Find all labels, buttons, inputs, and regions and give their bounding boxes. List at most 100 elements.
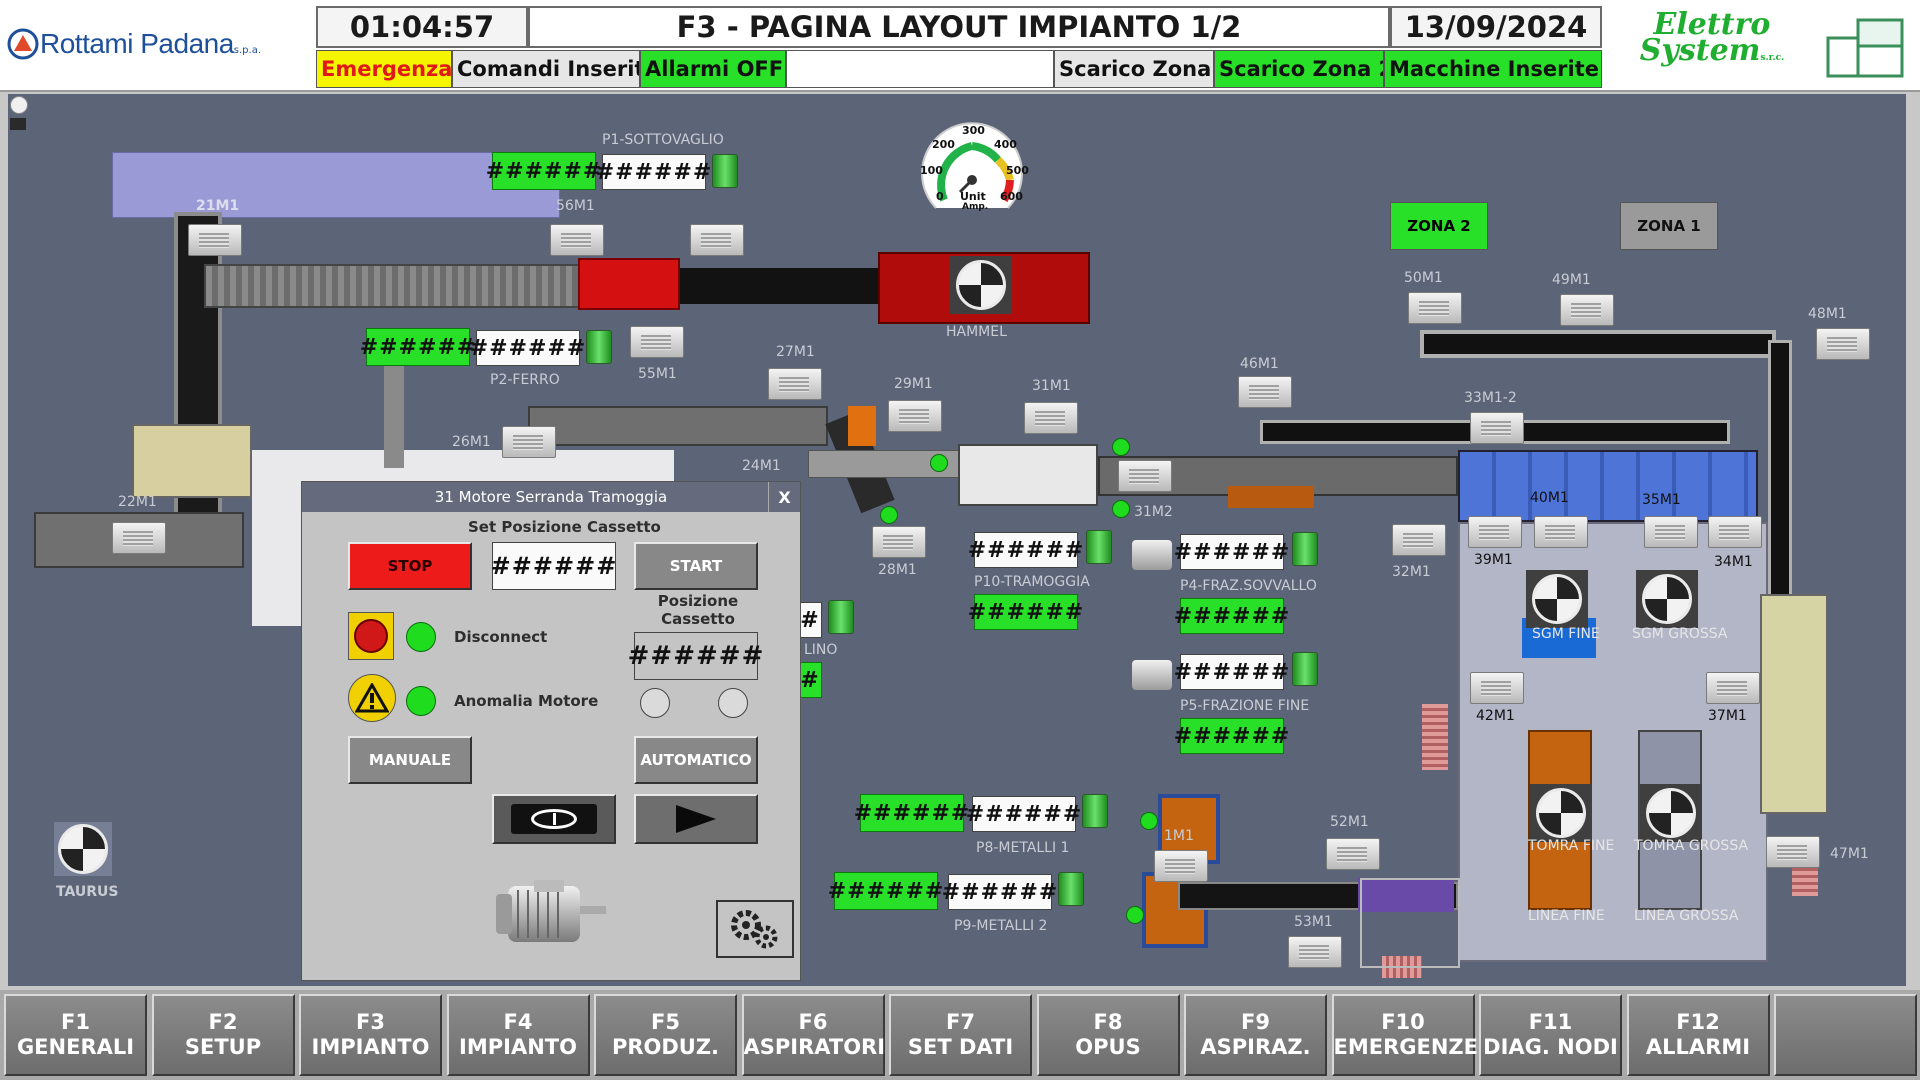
p1-value-green: ###### xyxy=(486,152,601,190)
motor-label-1M1: 1M1 xyxy=(1164,828,1194,844)
electric-motor-image xyxy=(488,876,608,950)
tomra-fine-fan-box[interactable] xyxy=(1530,784,1592,842)
lino-label: LINO xyxy=(804,642,838,658)
popup-titlebar[interactable]: 31 Motore Serranda Tramoggia xyxy=(302,482,800,512)
motor-47M1[interactable] xyxy=(1766,836,1820,868)
manuale-button[interactable]: MANUALE xyxy=(348,736,472,784)
motor-56M1[interactable] xyxy=(550,224,604,256)
tomra-grossa-fan-box[interactable] xyxy=(1640,784,1702,842)
motor-48M1[interactable] xyxy=(1816,328,1870,360)
fkey-code: F8 xyxy=(1093,1010,1123,1034)
status-allarmi-off: Allarmi OFF xyxy=(640,50,786,88)
p8-value-white[interactable]: ###### xyxy=(966,796,1081,832)
motor-53M1[interactable] xyxy=(1288,936,1342,968)
zona-1-button[interactable]: ZONA 1 xyxy=(1620,202,1718,250)
window-layout-icon[interactable] xyxy=(1824,16,1908,80)
fkey-code: F9 xyxy=(1241,1010,1270,1034)
status-dot-6 xyxy=(1126,906,1144,924)
motor-label-46M1: 46M1 xyxy=(1240,356,1279,372)
p9-value-white[interactable]: ###### xyxy=(942,874,1057,910)
automatico-button[interactable]: AUTOMATICO xyxy=(634,736,758,784)
motor-34M1[interactable] xyxy=(1708,516,1762,548)
fkey-label: GENERALI xyxy=(16,1035,135,1059)
lino-value-white[interactable]: # xyxy=(798,602,822,638)
motor-35M1[interactable] xyxy=(1644,516,1698,548)
blue-screen-section xyxy=(1458,450,1758,522)
p5-value-white[interactable]: ###### xyxy=(1174,654,1289,690)
start-button[interactable]: START xyxy=(634,542,758,590)
motor-31M2[interactable] xyxy=(1118,460,1172,492)
p4-value-white[interactable]: ###### xyxy=(1174,534,1289,570)
hammel-fan-box[interactable] xyxy=(950,256,1012,314)
p10-load-icon xyxy=(1086,530,1112,564)
settings-gear-button[interactable] xyxy=(716,900,794,958)
motor-21M1[interactable] xyxy=(188,224,242,256)
status-scarico-zona-2: Scarico Zona 2 xyxy=(1214,50,1384,88)
fkey-code: F7 xyxy=(946,1010,975,1034)
motor-46M1[interactable] xyxy=(1238,376,1292,408)
motor-label-55M1: 55M1 xyxy=(638,366,677,382)
motor-28M1[interactable] xyxy=(872,526,926,558)
run-play-button[interactable] xyxy=(634,794,758,844)
motor-42M1[interactable] xyxy=(1470,672,1524,704)
valve-icon-p4[interactable] xyxy=(1132,540,1172,570)
motor-1M1[interactable] xyxy=(1154,850,1208,882)
status-comandi-inseriti: Comandi Inseriti xyxy=(452,50,640,88)
p2-value-green: ###### xyxy=(360,328,475,366)
motor-40M1[interactable] xyxy=(1534,516,1588,548)
p8-value-green: ###### xyxy=(854,794,969,832)
motor-27M1[interactable] xyxy=(768,368,822,400)
sgm-grossa-fan-box[interactable] xyxy=(1636,570,1698,628)
motor-22M1[interactable] xyxy=(112,522,166,554)
left-frame xyxy=(132,424,252,498)
motor-52M1[interactable] xyxy=(1326,838,1380,870)
motor-label-49M1: 49M1 xyxy=(1552,272,1591,288)
p2-value-white[interactable]: ###### xyxy=(470,330,585,366)
motor-49M1[interactable] xyxy=(1560,294,1614,326)
taurus-fan-box[interactable] xyxy=(54,822,112,876)
fkey-code: F11 xyxy=(1528,1010,1573,1034)
motor-32M1[interactable] xyxy=(1392,524,1446,556)
motor-hammel-feed[interactable] xyxy=(690,224,744,256)
zona-2-button[interactable]: ZONA 2 xyxy=(1390,202,1488,250)
motor-29M1[interactable] xyxy=(888,400,942,432)
power-toggle-button[interactable] xyxy=(492,794,616,844)
fkey-blank[interactable] xyxy=(1774,994,1917,1076)
valve-icon-p5[interactable] xyxy=(1132,660,1172,690)
popup-close-button[interactable]: X xyxy=(768,482,800,512)
p2-label: P2-FERRO xyxy=(490,372,560,388)
fkey-code: F6 xyxy=(798,1010,828,1034)
stop-button[interactable]: STOP xyxy=(348,542,472,590)
p10-value-white[interactable]: ###### xyxy=(968,532,1083,568)
motor-label-26M1: 26M1 xyxy=(452,434,491,450)
motor-31M1[interactable] xyxy=(1024,402,1078,434)
taurus-fan-icon xyxy=(58,824,108,874)
motor-33M1-2[interactable] xyxy=(1470,412,1524,444)
position-led-right xyxy=(718,688,748,718)
fkey-code: F10 xyxy=(1381,1010,1425,1034)
plant-layout-area: HAMMEL SGM FINE SGM GROSSA TOMRA FINE TO… xyxy=(8,94,1906,986)
sgm-fine-fan-box[interactable] xyxy=(1526,570,1588,628)
screen-toggle-icon[interactable] xyxy=(10,96,28,114)
right-yellow-bin xyxy=(1760,594,1828,814)
motor-37M1[interactable] xyxy=(1706,672,1760,704)
motor-50M1[interactable] xyxy=(1408,292,1462,324)
motor-55M1[interactable] xyxy=(630,326,684,358)
motor-39M1[interactable] xyxy=(1468,516,1522,548)
motor-26M1[interactable] xyxy=(502,426,556,458)
p1-value-white[interactable]: ###### xyxy=(596,154,711,190)
setpoint-input[interactable]: ###### xyxy=(491,542,616,590)
fkey-label: OPUS xyxy=(1075,1035,1141,1059)
